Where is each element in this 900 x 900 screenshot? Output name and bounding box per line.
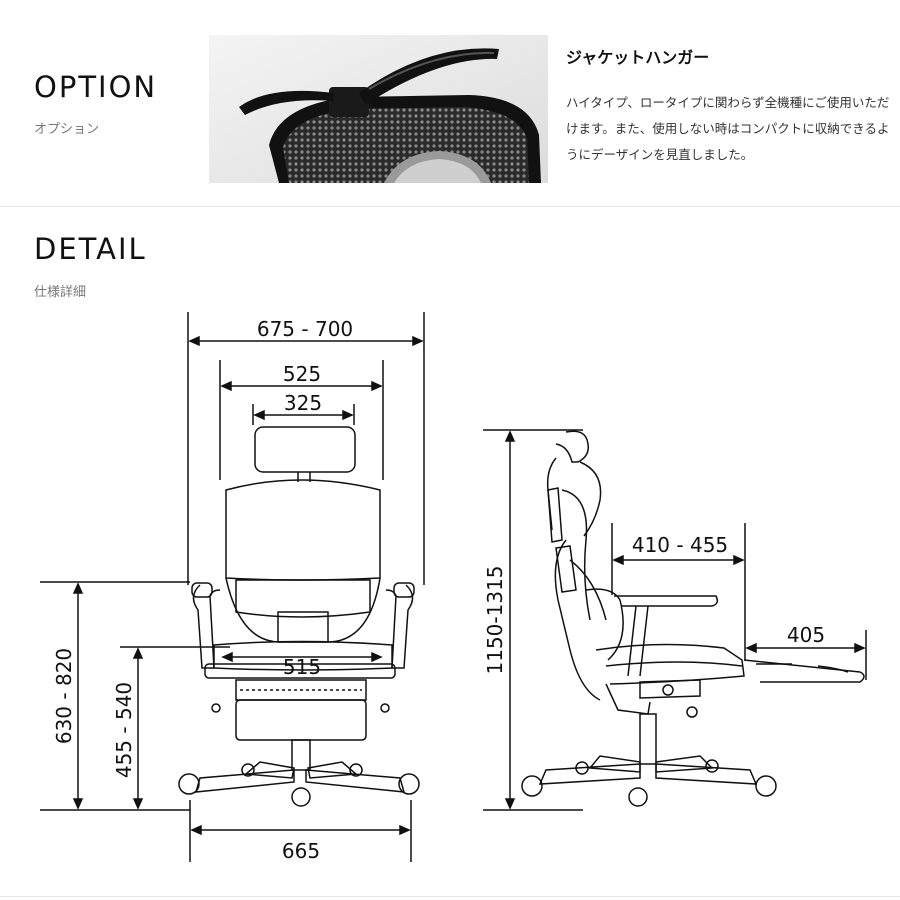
section-divider <box>0 206 900 207</box>
dim-seat-depth: 410 - 455 <box>632 533 728 557</box>
option-item-title: ジャケットハンガー <box>566 48 710 67</box>
option-subtitle: オプション <box>34 122 100 137</box>
dim-base-width: 665 <box>282 839 320 863</box>
dim-footrest-length: 405 <box>787 623 825 647</box>
option-item-description: ハイタイプ、ロータイプに関わらず全機種にご使用いただけます。また、使用しない時は… <box>566 95 890 162</box>
dim-seat-height: 455 - 540 <box>112 682 136 778</box>
dim-width-back: 525 <box>283 362 321 386</box>
detail-subtitle: 仕様詳細 <box>34 285 87 300</box>
detail-title: DETAIL <box>34 232 147 266</box>
dim-seat-width: 515 <box>283 655 321 679</box>
dim-width-total: 675 - 700 <box>257 317 353 341</box>
bottom-divider <box>0 896 900 897</box>
dim-total-height: 1150-1315 <box>483 565 507 674</box>
option-title: OPTION <box>34 70 158 104</box>
dim-armrest-height: 630 - 820 <box>52 648 76 744</box>
dim-width-headrest: 325 <box>284 391 322 415</box>
jacket-hanger-photo <box>209 35 548 183</box>
